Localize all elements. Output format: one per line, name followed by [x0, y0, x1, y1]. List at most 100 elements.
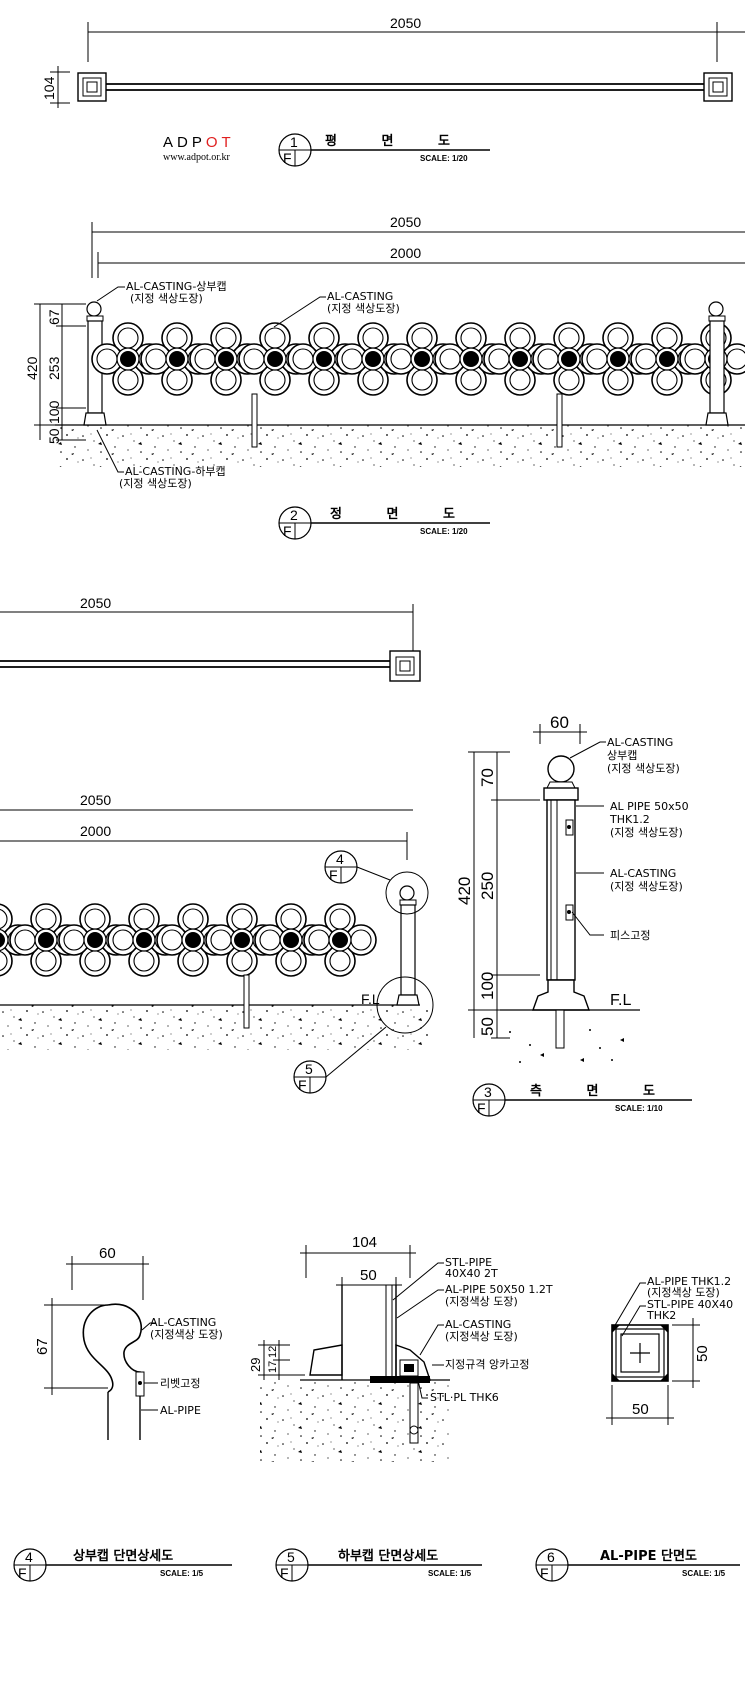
side-fl-label: F.L: [610, 992, 631, 1009]
d6-stl-sub: THK2: [646, 1309, 676, 1322]
front-cont-length-dim: 2050: [80, 792, 111, 808]
d4-pipe-label: AL-PIPE: [160, 1404, 201, 1417]
view-6-scale: SCALE: 1/5: [682, 1569, 726, 1578]
d4-casting-sub: (지정색상 도장): [150, 1328, 223, 1341]
view-5-number: 5: [287, 1549, 295, 1565]
view-5-title: 하부캡 단면상세도: [338, 1548, 438, 1564]
view-4-sheet: F: [18, 1565, 27, 1581]
d4-casting-label: AL-CASTING: [150, 1316, 216, 1329]
d5-plate-label: STL·PL THK6: [430, 1391, 499, 1404]
d4-height-dim: 67: [34, 1338, 51, 1355]
side-pipe-label-3: (지정 색상도장): [610, 826, 683, 839]
view-2-title: 정 면 도: [330, 506, 455, 522]
side-pipe-label-2: THK1.2: [609, 813, 650, 826]
view-3-scale: SCALE: 1/10: [615, 1104, 663, 1113]
plan-width-dim: 104: [41, 76, 57, 100]
view-2-scale: SCALE: 1/20: [420, 527, 468, 536]
d5-h1-dim: 29: [248, 1358, 263, 1372]
d5-cast-label: AL-CASTING: [445, 1318, 511, 1331]
d6-al-label: AL-PIPE THK1.2: [647, 1275, 731, 1288]
front-base-h-dim: 100: [46, 400, 62, 424]
view-6-sheet: F: [540, 1565, 549, 1581]
detail-callout-4-sheet: F: [329, 867, 338, 883]
detail-5-bottom-cap: 104 50 29 17 12 STL-PIPE 40: [248, 1234, 553, 1462]
side-screw-label: 피스고정: [610, 929, 650, 942]
d5-width-dim: 104: [352, 1234, 377, 1251]
view-2-sheet: F: [283, 523, 292, 539]
view-1-sheet: F: [283, 150, 292, 166]
side-view: 60 420 70 250 100 50 F.L: [455, 713, 689, 1063]
front-view-continued: 2050 2000 F.L 4 F 5 F: [0, 792, 434, 1094]
view-3-sheet: F: [477, 1100, 486, 1116]
d6-width-dim: 50: [632, 1401, 649, 1418]
side-total-h-dim: 420: [455, 877, 474, 905]
d5-h2-dim: 17: [267, 1361, 279, 1373]
side-mid-h-dim: 250: [478, 872, 497, 900]
side-pipe-label-1: AL PIPE 50x50: [610, 800, 689, 813]
detail-6-al-pipe: 50 50 AL-PIPE THK1.2 (지정색상 도장) STL-PIPE …: [606, 1275, 733, 1425]
front-top-cap-sub: (지정 색상도장): [130, 292, 203, 305]
side-cast-label-1: AL-CASTING: [610, 867, 676, 880]
side-cap-label-1: AL-CASTING: [607, 736, 673, 749]
view-title-2: 2 F 정 면 도 SCALE: 1/20: [278, 506, 490, 540]
side-cap-label-3: (지정 색상도장): [607, 762, 680, 775]
view-5-scale: SCALE: 1/5: [428, 1569, 472, 1578]
detail-callout-5-number: 5: [305, 1061, 313, 1077]
side-width-dim: 60: [550, 713, 569, 732]
view-title-1: 1 F 평 면 도 SCALE: 1/20: [278, 133, 490, 167]
view-4-scale: SCALE: 1/5: [160, 1569, 204, 1578]
front-length-dim: 2050: [390, 214, 421, 230]
d5-stl-sub: 40X40 2T: [445, 1267, 498, 1280]
view-1-scale: SCALE: 1/20: [420, 154, 468, 163]
logo: ADPOT www.adpot.or.kr: [163, 134, 235, 163]
d5-stl-label: STL-PIPE: [445, 1256, 492, 1269]
front-view: 2050 2000 420 67 253 100 50: [24, 214, 745, 490]
view-1-title: 평 면 도: [325, 133, 450, 149]
front-casting-label: AL-CASTING: [327, 290, 393, 303]
plan-length-dim: 2050: [390, 15, 421, 31]
d4-rivet-label: 리벳고정: [160, 1377, 200, 1390]
front-bottom-cap-sub: (지정 색상도장): [119, 477, 192, 490]
d5-anchor-label: 지정규격 앙카고정: [445, 1358, 529, 1371]
d4-width-dim: 60: [99, 1245, 116, 1262]
view-6-number: 6: [547, 1549, 555, 1565]
front-casting-sub: (지정 색상도장): [327, 302, 400, 315]
d5-al-label: AL-PIPE 50X50 1.2T: [445, 1283, 553, 1296]
d6-stl-label: STL-PIPE 40X40: [647, 1298, 733, 1311]
front-cap-h-dim: 67: [46, 309, 62, 325]
plan-view: 2050 104: [41, 15, 745, 108]
side-cap-label-2: 상부캡: [607, 749, 637, 762]
detail-4-top-cap: 60 67 AL-CASTING (지정색상 도장) 리벳고정 AL-PIPE: [34, 1245, 223, 1440]
front-fl-label: F.L: [361, 991, 380, 1007]
view-3-number: 3: [484, 1084, 492, 1100]
front-mid-h-dim: 253: [46, 356, 62, 380]
view-6-title: AL-PIPE 단면도: [600, 1548, 697, 1564]
d5-al-sub: (지정색상 도장): [445, 1295, 518, 1308]
view-title-6: 6 F AL-PIPE 단면도 SCALE: 1/5: [535, 1548, 740, 1582]
logo-brand-black: ADP: [163, 134, 206, 151]
view-4-number: 4: [25, 1549, 33, 1565]
view-2-number: 2: [290, 507, 298, 523]
plan-cont-length-dim: 2050: [80, 595, 111, 611]
logo-url: www.adpot.or.kr: [163, 152, 231, 163]
svg-text:ADPOT: ADPOT: [163, 134, 235, 151]
side-base-h-dim: 100: [478, 972, 497, 1000]
plan-view-continued: 2050: [0, 595, 421, 682]
d6-height-dim: 50: [694, 1345, 711, 1362]
side-embed-dim: 50: [478, 1017, 497, 1036]
front-top-cap-label: AL-CASTING-상부캡: [126, 280, 227, 293]
front-bottom-cap-label: AL-CASTING-하부캡: [125, 464, 226, 478]
view-5-sheet: F: [280, 1565, 289, 1581]
d5-inner-dim: 50: [360, 1267, 377, 1284]
d6-al-sub: (지정색상 도장): [647, 1286, 720, 1299]
front-inner-dim: 2000: [390, 245, 421, 261]
logo-brand-red: OT: [206, 134, 235, 151]
view-4-title: 상부캡 단면상세도: [73, 1548, 173, 1564]
d5-h3-dim: 12: [267, 1346, 279, 1358]
view-3-title: 측 면 도: [530, 1083, 655, 1099]
side-cap-h-dim: 70: [478, 768, 497, 787]
detail-callout-5-sheet: F: [298, 1077, 307, 1093]
view-title-3: 3 F 측 면 도 SCALE: 1/10: [472, 1083, 692, 1117]
detail-callout-4-number: 4: [336, 851, 344, 867]
